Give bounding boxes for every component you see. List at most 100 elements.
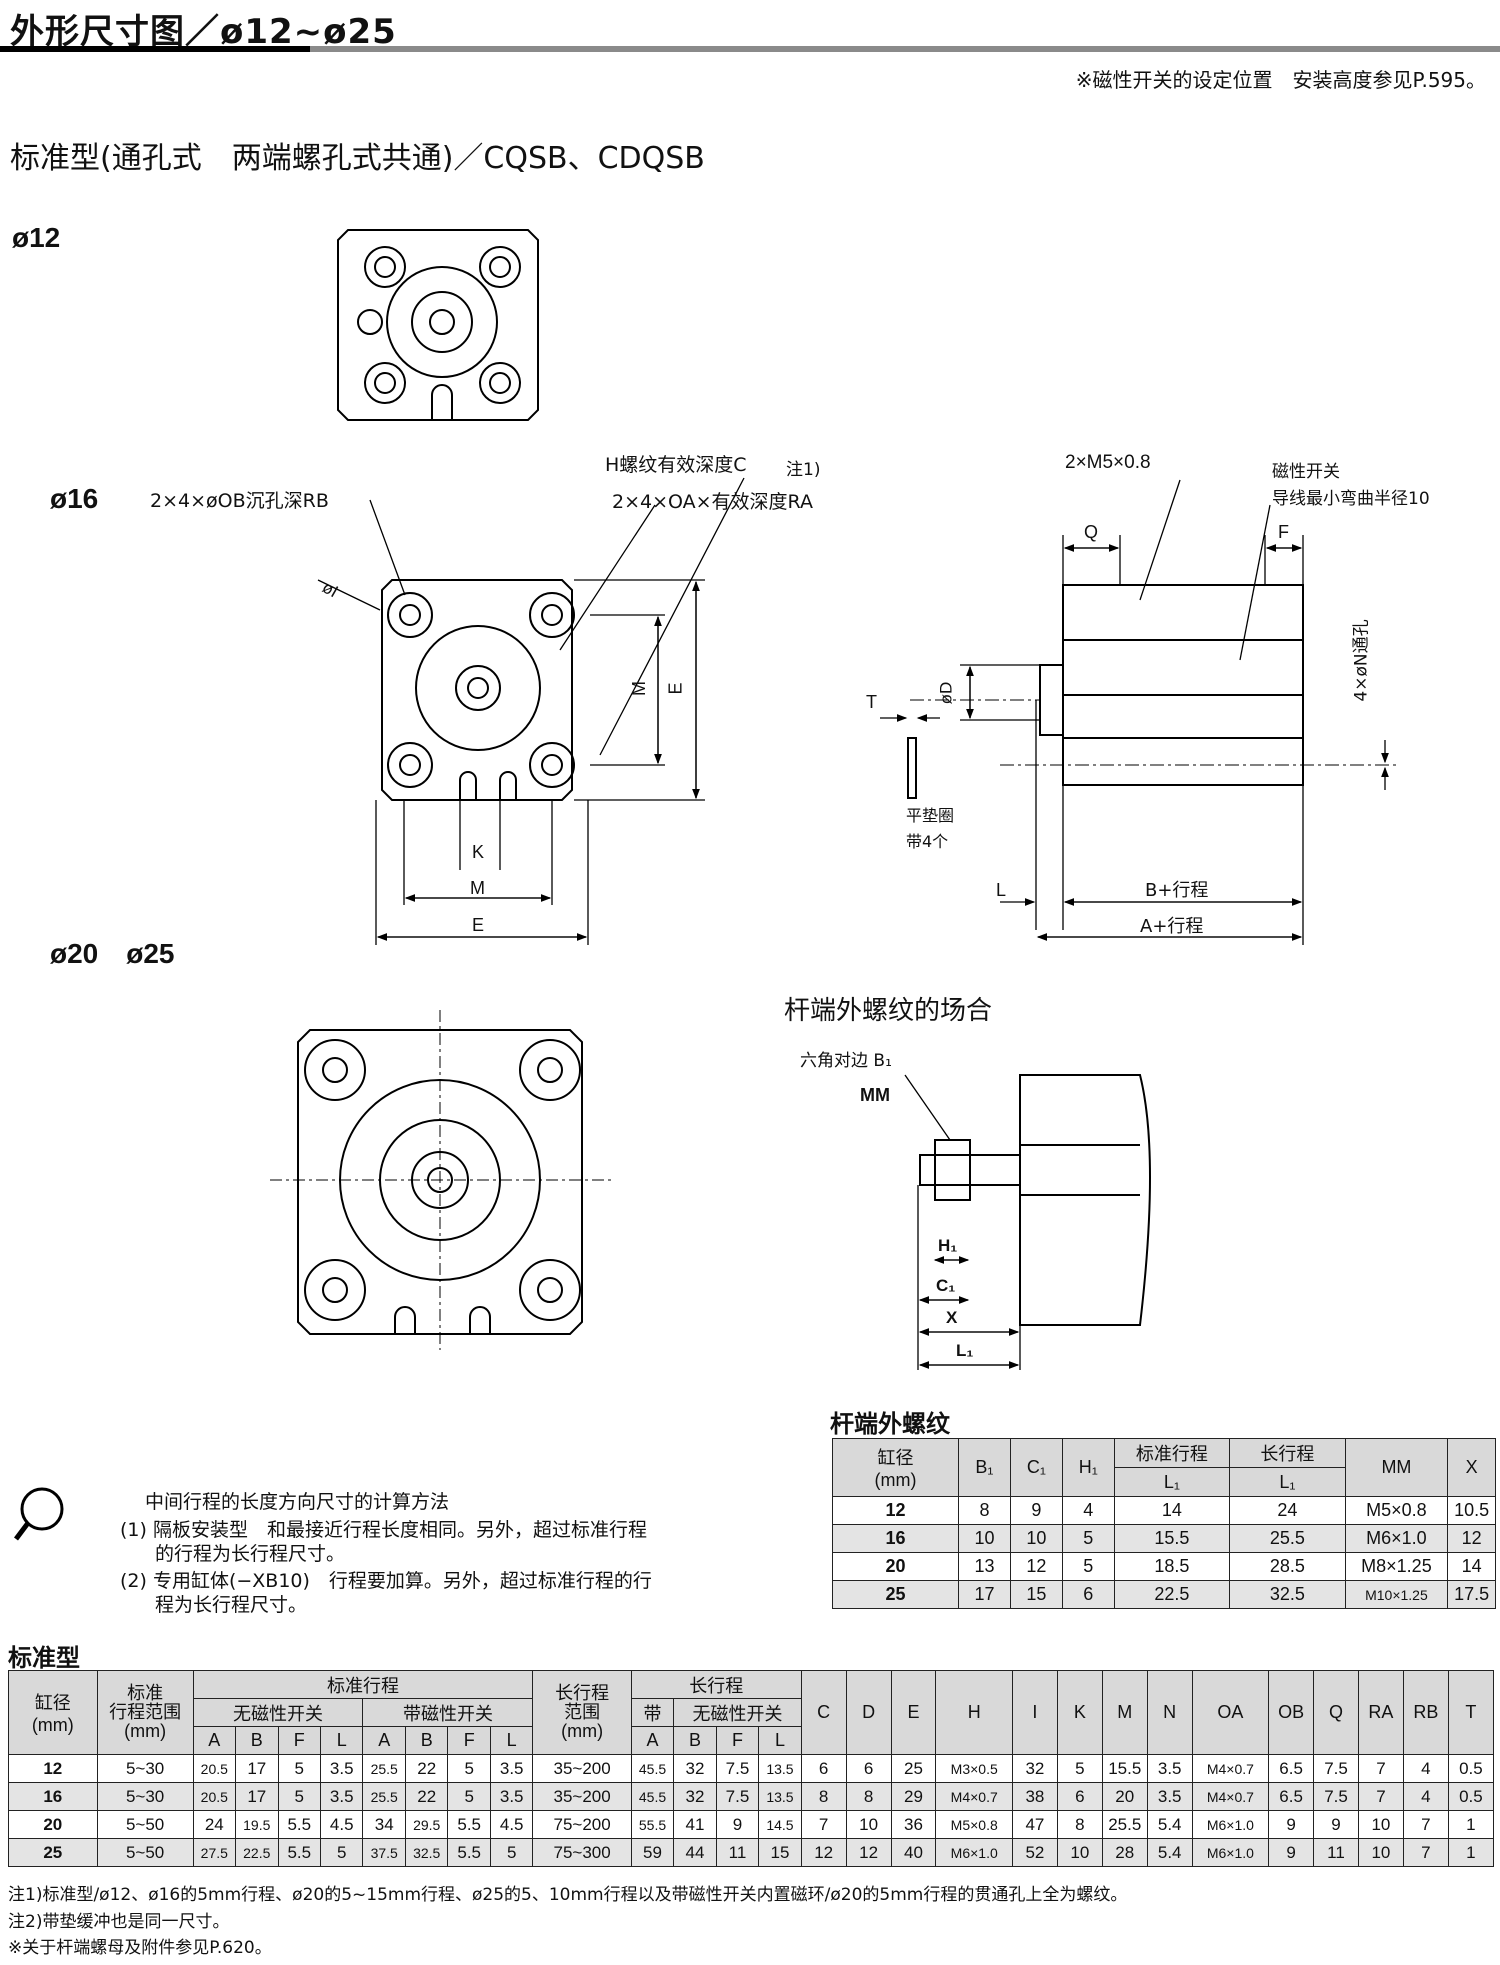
calc-note-item2a: (2) 专用缸体(−XB10) 行程要加算。另外，超过标准行程的行 [120,1570,652,1592]
table-cell: 14 [1113,1496,1231,1525]
col-bore: 缸径 (mm) [831,1438,960,1497]
bore-cell: 20 [8,1810,98,1839]
col-m: M [1101,1670,1148,1755]
table-cell: 19.5 [235,1810,279,1839]
table-cell: 25.5 [1101,1810,1148,1839]
table-cell: 5.4 [1146,1810,1193,1839]
table-cell: 75~200 [532,1810,632,1839]
label-t: T [866,692,877,712]
rod-mm-label: MM [860,1085,890,1105]
table-cell: 5 [447,1782,491,1811]
table-cell: 20.5 [192,1754,237,1783]
col-mm: MM [1344,1438,1449,1497]
table-cell: 28 [1101,1838,1148,1867]
washer-count: 带4个 [906,832,949,851]
bore16-label: ø16 [50,483,99,514]
bore-cell: 25 [8,1838,98,1867]
table-cell: 44 [673,1838,717,1867]
table-cell: 6 [800,1754,847,1783]
table-cell: 12 [1009,1552,1063,1581]
technical-drawings [270,229,1400,1370]
table-cell: 11 [1313,1838,1359,1867]
main-table-title: 标准型 [8,1644,80,1672]
table-cell: M8×1.25 [1344,1552,1449,1581]
table-cell: 5.4 [1146,1838,1193,1867]
table-cell: M6×1.0 [1344,1524,1449,1553]
callout-ob: 2×4×øOB沉孔深RB [150,490,329,512]
col-with-switch: 带磁性开关 [362,1698,534,1727]
col-b1: B₁ [958,1438,1011,1497]
table-cell: 5 [319,1838,364,1867]
footnote-2: 注2)带垫缓冲也是同一尺寸。 [8,1912,230,1932]
table-cell: 4 [1402,1754,1449,1783]
col-no-switch: 无磁性开关 [192,1698,364,1727]
col-sub-l: L [319,1726,364,1755]
table-cell: 5 [1061,1524,1115,1553]
col-sub-f: F [715,1726,760,1755]
table-cell: 22.5 [1113,1580,1231,1609]
label-e-side: E [665,682,686,695]
col-k: K [1056,1670,1103,1755]
table-cell: 5 [277,1782,322,1811]
table-cell: 5~30 [96,1754,194,1783]
side-view [880,479,1400,945]
table-cell: 45.5 [630,1754,675,1783]
table-cell: 5 [277,1754,322,1783]
table-cell: 10 [845,1810,892,1839]
table-cell: 9 [1268,1810,1315,1839]
table-cell: 22 [404,1782,449,1811]
col-bore: 缸径 (mm) [8,1670,98,1755]
table-cell: M6×1.0 [1191,1810,1270,1839]
table-cell: 8 [958,1496,1011,1525]
label-n: 4×øN通孔 [1351,619,1372,702]
table-cell: 25.5 [1229,1524,1346,1553]
table-cell: M3×0.5 [935,1754,1013,1783]
table-cell: 10 [1357,1810,1404,1839]
table-cell: 7 [1402,1810,1449,1839]
table-cell: 6.5 [1268,1754,1315,1783]
col-e: E [890,1670,937,1755]
label-l: L [996,880,1007,900]
table-cell: 9 [1313,1810,1359,1839]
table-cell: 40 [890,1838,937,1867]
table-cell: 12 [1447,1524,1496,1553]
washer-label: 平垫圈 [906,806,955,825]
table-cell: 45.5 [630,1782,675,1811]
table-cell: 5 [447,1754,491,1783]
col-long-stroke: 长行程 [630,1670,802,1699]
label-f: F [1278,522,1289,542]
table-cell: 55.5 [630,1810,675,1839]
table-cell: 4.5 [319,1810,364,1839]
table-cell: 10.5 [1447,1496,1496,1525]
bore12-front-view [337,229,539,421]
table-cell: 4.5 [489,1810,534,1839]
table-cell: 5~50 [96,1810,194,1839]
table-cell: 59 [630,1838,675,1867]
section-title: 标准型(通孔式 两端螺孔式共通)／CQSB、CDQSB [10,141,705,176]
table-cell: 12 [800,1838,847,1867]
col-long-with: 带 [630,1698,675,1727]
table-cell: 13.5 [758,1782,802,1811]
table-cell: 47 [1011,1810,1058,1839]
table-cell: 3.5 [1146,1754,1193,1783]
col-c: C [800,1670,847,1755]
table-cell: 0.5 [1447,1754,1495,1783]
col-i: I [1011,1670,1058,1755]
title-rule-grey [310,46,1500,52]
table-cell: 5.5 [277,1838,322,1867]
switch-position-note: ※磁性开关的设定位置 安装高度参见P.595。 [1075,68,1486,92]
table-cell: 14.5 [758,1810,802,1839]
bore2025-front-view [270,1010,612,1350]
bore12-label: ø12 [12,222,61,253]
col-std: 标准行程 [1113,1438,1231,1468]
table-cell: 28.5 [1229,1552,1346,1581]
table-cell: 29 [890,1782,937,1811]
bore-cell: 16 [8,1782,98,1811]
rod-b1-label: 六角对边 B₁ [800,1051,892,1071]
table-cell: 5~50 [96,1838,194,1867]
table-cell: 15.5 [1113,1524,1231,1553]
